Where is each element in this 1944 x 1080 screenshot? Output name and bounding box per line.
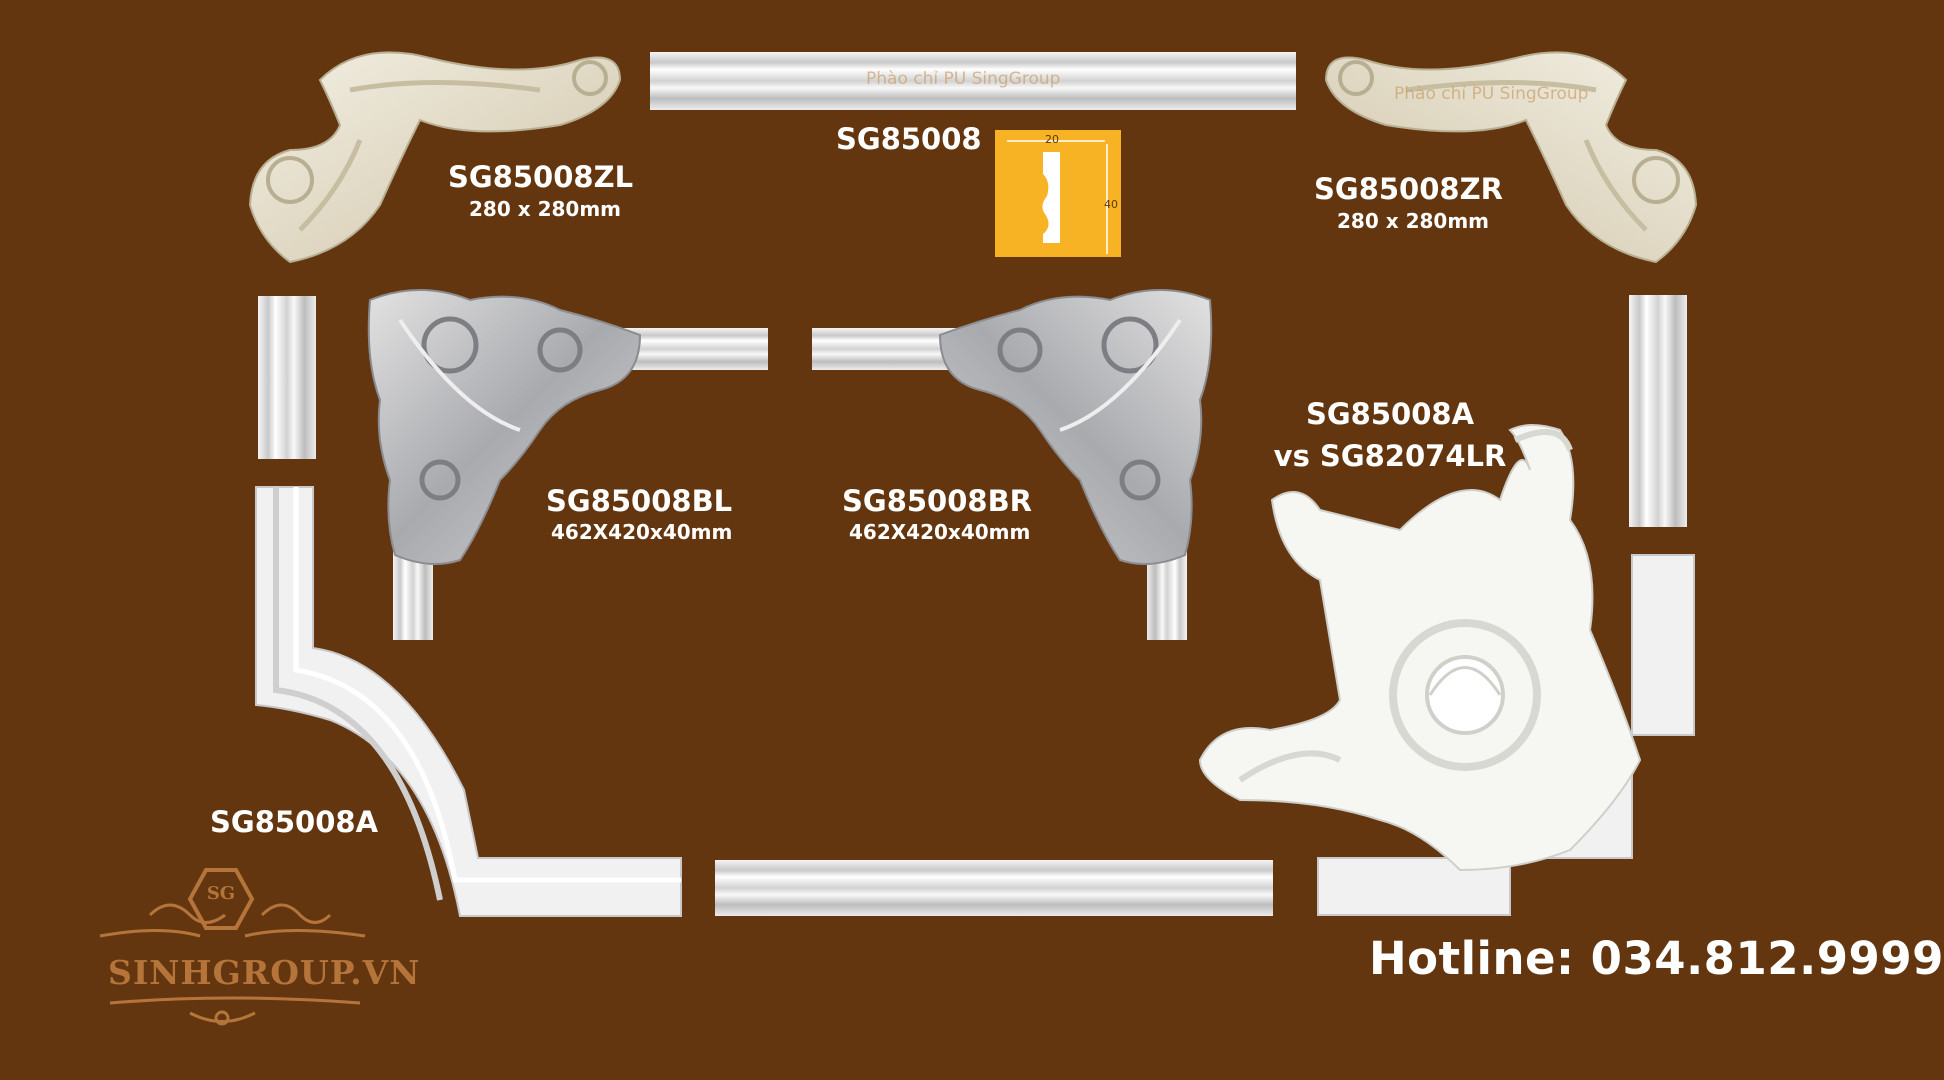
- ornament-sg85008br: [812, 289, 1213, 640]
- moulding-bar-left-short: [258, 296, 316, 459]
- label-sg85008zl: SG85008ZL: [448, 160, 634, 194]
- corner-sg85008a-bottom-left: [255, 486, 682, 917]
- ornament-sg85008a-sg82074lr: [1198, 424, 1695, 916]
- ornament-sg85008zr: [1324, 51, 1698, 264]
- moulding-bar-bottom: [715, 860, 1273, 916]
- moulding-bar-top: [650, 52, 1296, 110]
- ornament-sg85008bl: [367, 289, 768, 640]
- hotline: Hotline: 034.812.9999: [1369, 932, 1944, 985]
- profile-height: 40: [1104, 198, 1118, 211]
- size-sg85008zl: 280 x 280mm: [469, 197, 622, 221]
- watermark-top-right: Phào chỉ PU SingGroup: [1394, 84, 1589, 104]
- moulding-bar-right: [1629, 295, 1687, 527]
- size-sg85008zr: 280 x 280mm: [1337, 209, 1490, 233]
- brand-name: SINHGROUP.VN: [108, 953, 421, 992]
- size-sg85008bl: 462X420x40mm: [551, 520, 733, 544]
- profile-diagram: 20 40: [995, 130, 1121, 257]
- label-sg85008a-combo: SG85008A: [1305, 397, 1475, 431]
- label-sg85008bl: SG85008BL: [546, 484, 733, 518]
- ornament-sg85008zl: [248, 51, 622, 264]
- label-sg82074lr-combo: vs SG82074LR: [1273, 439, 1507, 473]
- brand-monogram: SG: [206, 883, 236, 904]
- profile-width: 20: [1045, 133, 1059, 146]
- brand-emblem: [99, 868, 366, 1026]
- profile-shape-icon: [1007, 140, 1108, 254]
- watermark-top-center: Phào chỉ PU SingGroup: [866, 69, 1061, 89]
- label-sg85008br: SG85008BR: [842, 484, 1033, 518]
- size-sg85008br: 462X420x40mm: [849, 520, 1031, 544]
- label-sg85008a: SG85008A: [210, 805, 379, 839]
- label-sg85008zr: SG85008ZR: [1314, 172, 1503, 206]
- label-sg85008: SG85008: [836, 122, 982, 156]
